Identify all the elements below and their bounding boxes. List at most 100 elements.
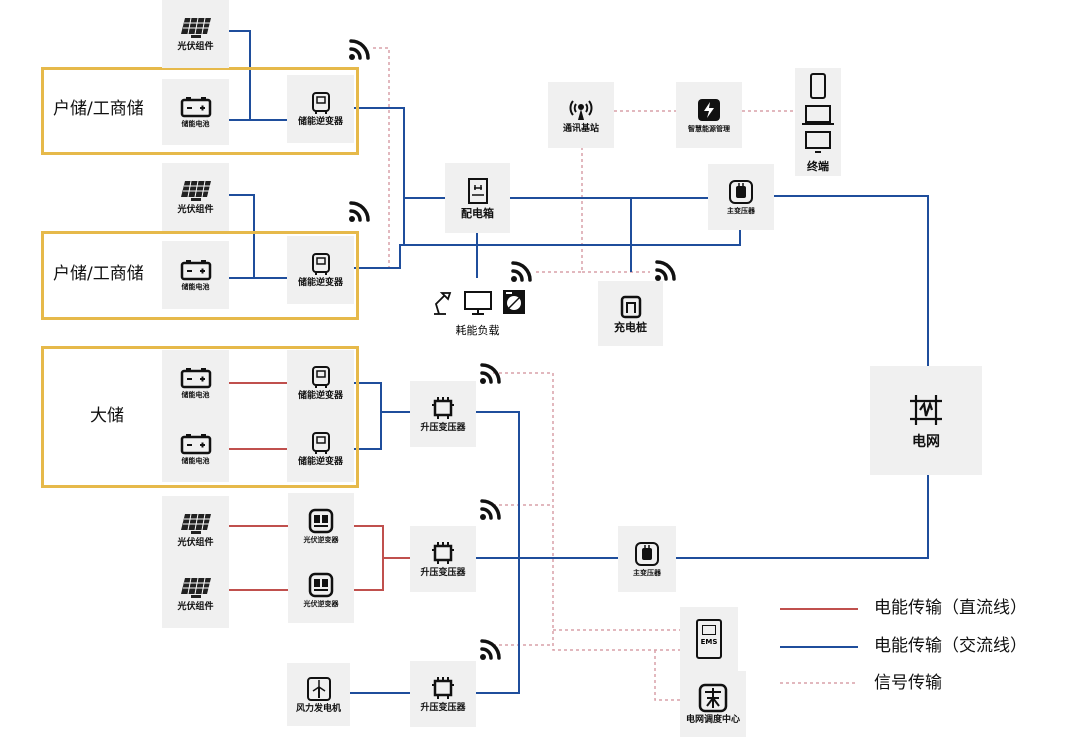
charging-pile-icon [620,295,641,318]
boost-transformer-1[interactable]: 升压变压器 [410,381,476,447]
group-label-large: 大储 [90,406,124,426]
legend-signal-label: 信号传输 [874,673,942,693]
wireless-signal-icon [480,499,501,520]
wireless-signal-icon [655,260,676,281]
terminal-devices-label: 终端 [807,160,829,173]
battery-1[interactable]: 储能电池 [162,79,229,145]
ems-label: EMS [700,638,718,646]
solar-panel-icon [180,513,211,534]
storage-inverter-1[interactable]: 储能逆变器 [287,75,354,143]
desk-lamp-icon [433,292,451,315]
main-transformer-2-label: 主变压器 [633,569,661,577]
pv-inverter-1-label: 光伏逆变器 [303,536,339,544]
main-transformer-1-label: 主变压器 [727,207,755,215]
inverter-icon [311,432,330,454]
pv-inverter-2[interactable]: 光伏逆变器 [288,557,354,623]
comm-base-station[interactable]: 通讯基站 [548,82,614,148]
storage-inverter-4-label: 储能逆变器 [297,457,343,467]
pv-module-1[interactable]: 光伏组件 [162,0,229,68]
comm-base-station-label: 通讯基站 [562,124,599,134]
pv-module-3[interactable]: 光伏组件 [162,496,229,564]
energy-load[interactable]: 耗能负载 [420,278,535,344]
pv-inverter-icon [308,572,334,598]
group-home-storage-1 [41,67,359,155]
storage-inverter-1-label: 储能逆变器 [297,117,343,127]
energy-load-label: 耗能负载 [455,324,500,337]
group-label-home-2: 户储/工商储 [53,264,144,284]
wireless-signal-icon [480,363,501,384]
pv-module-3-label: 光伏组件 [177,538,214,548]
power-grid[interactable]: 电网 [870,366,982,475]
main-transformer-2[interactable]: 主变压器 [618,526,676,592]
storage-inverter-4[interactable]: 储能逆变器 [287,416,354,482]
charging-pile[interactable]: 充电桩 [598,281,663,346]
pv-module-2[interactable]: 光伏组件 [162,163,229,231]
distribution-box-label: 配电箱 [461,207,494,220]
group-label-home-1: 户储/工商储 [53,99,144,119]
storage-inverter-2[interactable]: 储能逆变器 [287,236,354,304]
boost-transformer-3-label: 升压变压器 [420,703,466,713]
battery-icon [180,368,211,389]
dispatch-center-icon [698,683,728,713]
signal-lines [373,47,795,701]
inverter-icon [311,366,330,388]
pv-module-4-label: 光伏组件 [177,602,214,612]
ems-device-icon: EMS [696,619,722,659]
smart-energy-management[interactable]: 智慧能源管理 [676,82,742,148]
distribution-box[interactable]: 配电箱 [445,163,510,233]
wind-turbine-label: 风力发电机 [295,703,341,714]
legend-ac-label: 电能传输（交流线） [874,636,1027,656]
wireless-signal-icon [349,39,370,60]
storage-inverter-3-label: 储能逆变器 [297,391,343,401]
pv-module-4[interactable]: 光伏组件 [162,560,229,628]
main-transformer-1[interactable]: 主变压器 [708,164,774,230]
battery-icon [180,434,211,455]
battery-icon [180,260,211,281]
battery-2[interactable]: 储能电池 [162,241,229,309]
main-transformer-icon [729,180,753,204]
inverter-icon [311,253,330,275]
wireless-signal-icon [511,261,532,282]
boost-transformer-1-label: 升压变压器 [420,423,466,433]
solar-panel-icon [180,577,211,598]
grid-dispatch-center[interactable]: 电网调度中心 [680,671,746,737]
charging-pile-label: 充电桩 [614,320,647,334]
boost-transformer-2[interactable]: 升压变压器 [410,526,476,592]
ems-unit[interactable]: EMS [680,607,738,671]
solar-panel-icon [180,180,211,201]
battery-3[interactable]: 储能电池 [162,350,229,416]
group-large-storage [41,346,359,488]
transformer-icon [432,397,454,419]
main-transformer-icon [635,542,659,566]
boost-transformer-2-label: 升压变压器 [420,568,466,578]
pv-module-1-label: 光伏组件 [177,42,214,52]
wireless-signal-icon [349,201,370,222]
boost-transformer-3[interactable]: 升压变压器 [410,661,476,727]
lightning-icon [698,99,720,121]
grid-dispatch-center-label: 电网调度中心 [685,715,740,725]
solar-panel-icon [180,17,211,38]
smart-energy-management-label: 智慧能源管理 [688,125,730,133]
terminal-devices[interactable]: 终端 [795,68,841,176]
wind-turbine-icon [306,676,331,701]
pv-module-2-label: 光伏组件 [177,205,214,215]
battery-2-label: 储能电池 [181,283,210,291]
wind-turbine[interactable]: 风力发电机 [287,663,350,726]
wireless-signal-icon [480,639,501,660]
battery-4-label: 储能电池 [181,457,210,465]
transformer-icon [432,542,454,564]
power-grid-label: 电网 [912,433,940,450]
pv-inverter-2-label: 光伏逆变器 [303,600,339,608]
power-grid-icon [910,394,942,425]
group-home-storage-2 [41,231,359,320]
antenna-icon [569,100,593,120]
battery-4[interactable]: 储能电池 [162,416,229,482]
pv-inverter-1[interactable]: 光伏逆变器 [288,493,354,559]
ac-lines [229,30,929,694]
battery-icon [180,97,211,118]
pv-inverter-icon [308,508,334,534]
storage-inverter-3[interactable]: 储能逆变器 [287,350,354,416]
washing-machine-icon [502,290,525,314]
distribution-box-icon [467,178,488,204]
